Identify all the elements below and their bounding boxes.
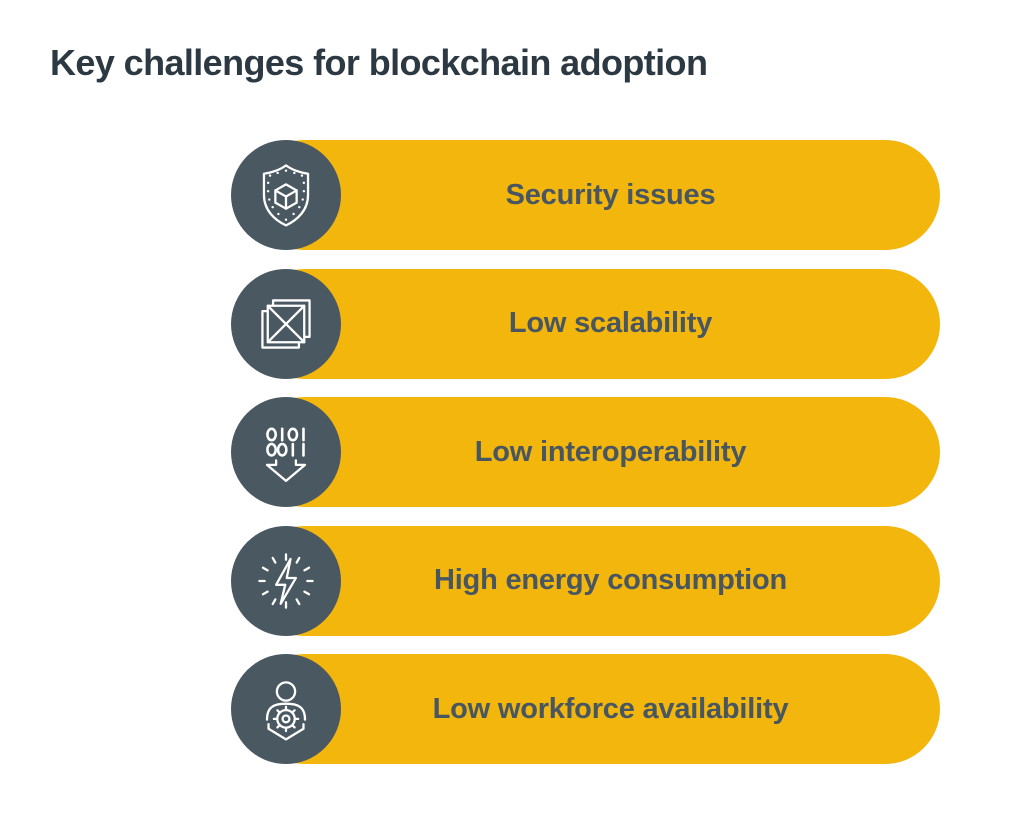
challenge-bar <box>250 140 940 250</box>
lightning-rays-icon <box>258 552 314 609</box>
challenge-bar <box>250 397 940 507</box>
challenge-label: High energy consumption <box>433 564 788 596</box>
list-item: Low scalability <box>231 268 940 379</box>
challenge-bar <box>250 525 940 636</box>
challenge-icon-badge <box>231 140 341 250</box>
list-item: Low workforce availability <box>231 654 940 764</box>
challenge-label: Low scalability <box>508 307 713 339</box>
binary-down-arrow-icon <box>265 427 307 483</box>
challenge-label: Low workforce availability <box>432 692 789 725</box>
page-title: Key challenges for blockchain adoption <box>50 42 708 83</box>
overlapping-squares-x-icon <box>261 298 311 349</box>
challenge-label: Low interoperability <box>474 435 747 468</box>
challenge-bar <box>250 268 940 379</box>
person-gear-arrow-icon <box>265 681 307 741</box>
challenge-bar <box>250 654 940 764</box>
challenge-icon-badge <box>231 268 341 379</box>
list-item: Low interoperability <box>231 397 940 507</box>
challenge-list: Security issues Low scalability <box>231 140 940 764</box>
list-item: Security issues <box>231 140 940 250</box>
challenge-icon-badge <box>231 525 341 636</box>
challenge-icon-badge <box>231 397 341 507</box>
challenge-icon-badge <box>231 654 341 764</box>
list-item: High energy consumption <box>231 525 940 636</box>
shield-cube-icon <box>262 164 310 227</box>
challenge-label: Security issues <box>505 178 716 211</box>
